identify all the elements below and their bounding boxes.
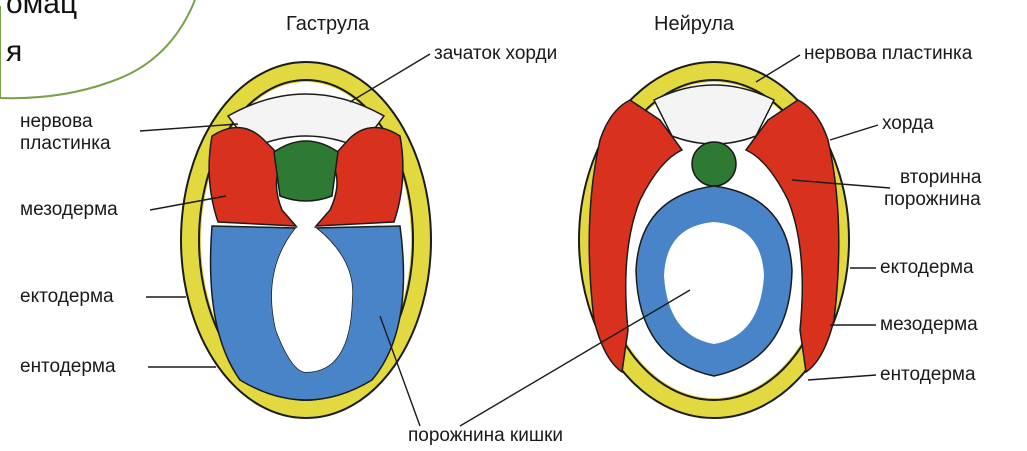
gastrula-chord-primordium	[274, 141, 338, 201]
neurula-title: Нейрула	[654, 14, 734, 34]
label-neurula-mesoderm: мезодерма	[880, 315, 978, 335]
gastrula-figure	[181, 62, 431, 418]
label-chord-primordium: зачаток хорди	[434, 44, 557, 64]
label-gastrula-endoderm: ентодерма	[20, 357, 116, 377]
label-neurula-neural-plate: нервова пластинка	[804, 44, 972, 64]
neurula-chorda	[692, 142, 736, 186]
label-secondary-cavity-1: вторинна	[900, 168, 981, 188]
label-gastrula-mesoderm: мезодерма	[20, 200, 118, 220]
neurula-figure	[579, 62, 849, 418]
label-gastrula-neural-plate-2: пластинка	[20, 134, 111, 154]
label-gastrula-neural-plate-1: нервова	[20, 112, 93, 132]
label-secondary-cavity-2: порожнина	[884, 190, 981, 210]
gastrula-title: Гаструла	[286, 14, 369, 34]
label-gastrula-ectoderm: ектодерма	[20, 287, 114, 307]
label-gut-cavity: порожнина кишки	[408, 426, 563, 446]
label-neurula-ectoderm: ектодерма	[880, 258, 974, 278]
label-neurula-endoderm: ентодерма	[880, 365, 976, 385]
callout-text-line2: я	[6, 36, 22, 68]
label-neurula-chorda: хорда	[882, 114, 934, 134]
callout-text-line1: омац	[6, 0, 77, 20]
